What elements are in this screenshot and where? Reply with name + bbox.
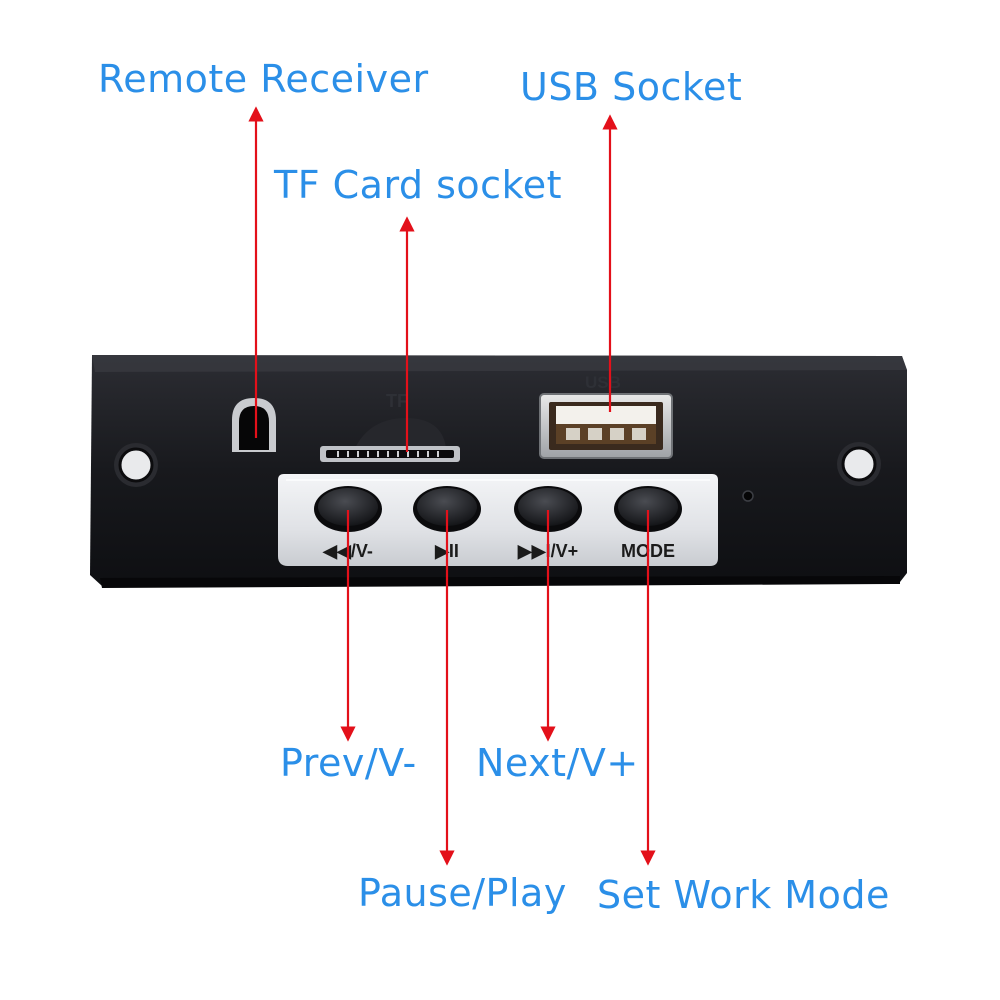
button-prev[interactable]: [314, 486, 382, 532]
label-prev-vol-down: Prev/V-: [280, 741, 417, 785]
label-usb-socket: USB Socket: [520, 65, 743, 109]
tf-card-slot: [320, 418, 460, 462]
label-remote-receiver: Remote Receiver: [98, 57, 429, 101]
button-next[interactable]: [514, 486, 582, 532]
button-mode[interactable]: [614, 486, 682, 532]
label-next-vol-up: Next/V+: [476, 741, 639, 785]
ir-receiver-window: [232, 398, 276, 452]
button-face-plate: [278, 474, 718, 566]
label-set-work-mode: Set Work Mode: [597, 873, 890, 917]
mounting-hole-left: [114, 443, 158, 487]
button-play-pause[interactable]: [413, 486, 481, 532]
mounting-hole-right: [837, 442, 881, 486]
label-tf-card-socket: TF Card socket: [274, 163, 562, 207]
label-pause-play: Pause/Play: [358, 871, 567, 915]
status-led-hole: [742, 490, 754, 502]
usb-silkscreen-text: USB: [585, 373, 621, 392]
tf-silkscreen-text: TF: [386, 391, 408, 411]
usb-socket-port: [539, 393, 673, 459]
